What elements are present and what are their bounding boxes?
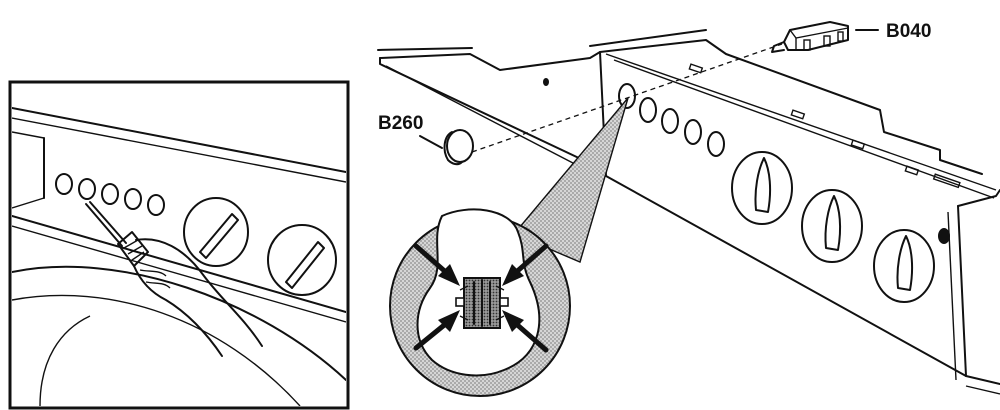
inset-button — [147, 194, 165, 216]
part-label-b040: B040 — [886, 21, 931, 42]
arrow-icon — [502, 243, 549, 286]
switch-closeup-icon — [455, 277, 509, 329]
push-button — [707, 131, 725, 157]
control-knob — [731, 151, 793, 225]
arrow-icon — [413, 243, 460, 286]
flange-hole — [543, 78, 549, 86]
inset-knob — [183, 197, 249, 267]
panel-clip — [932, 173, 961, 189]
inset-frame — [8, 80, 350, 410]
button-cap-part-b260: B260 — [378, 113, 474, 166]
inset-button — [101, 183, 119, 205]
arrow-icon — [502, 310, 549, 353]
push-button — [639, 97, 657, 123]
panel-clip — [688, 63, 704, 74]
control-panel — [377, 29, 1000, 395]
hand-with-screwdriver-icon — [85, 201, 263, 357]
inset-button — [55, 173, 73, 195]
panel-clip — [904, 165, 920, 176]
switch-part-b040: B040 — [771, 21, 931, 53]
control-knob — [801, 189, 863, 263]
switch-mounting-hole — [618, 83, 636, 109]
part-label-b260: B260 — [378, 113, 423, 134]
pinch-arrows — [413, 243, 549, 353]
push-button-row — [639, 97, 725, 157]
push-button — [661, 108, 679, 134]
inset-panel — [8, 80, 350, 410]
assembly-axis-dashed-line — [471, 43, 783, 153]
inset-button — [124, 188, 142, 210]
panel-clip — [790, 109, 806, 120]
control-knob — [873, 229, 935, 303]
inset-button — [78, 178, 96, 200]
push-button — [684, 119, 702, 145]
inset-knob — [267, 224, 337, 296]
arrow-icon — [413, 310, 460, 351]
panel-clip — [850, 139, 866, 150]
detail-callout — [389, 97, 629, 397]
indicator-lamp — [938, 228, 950, 244]
inset-button-row — [55, 173, 165, 216]
